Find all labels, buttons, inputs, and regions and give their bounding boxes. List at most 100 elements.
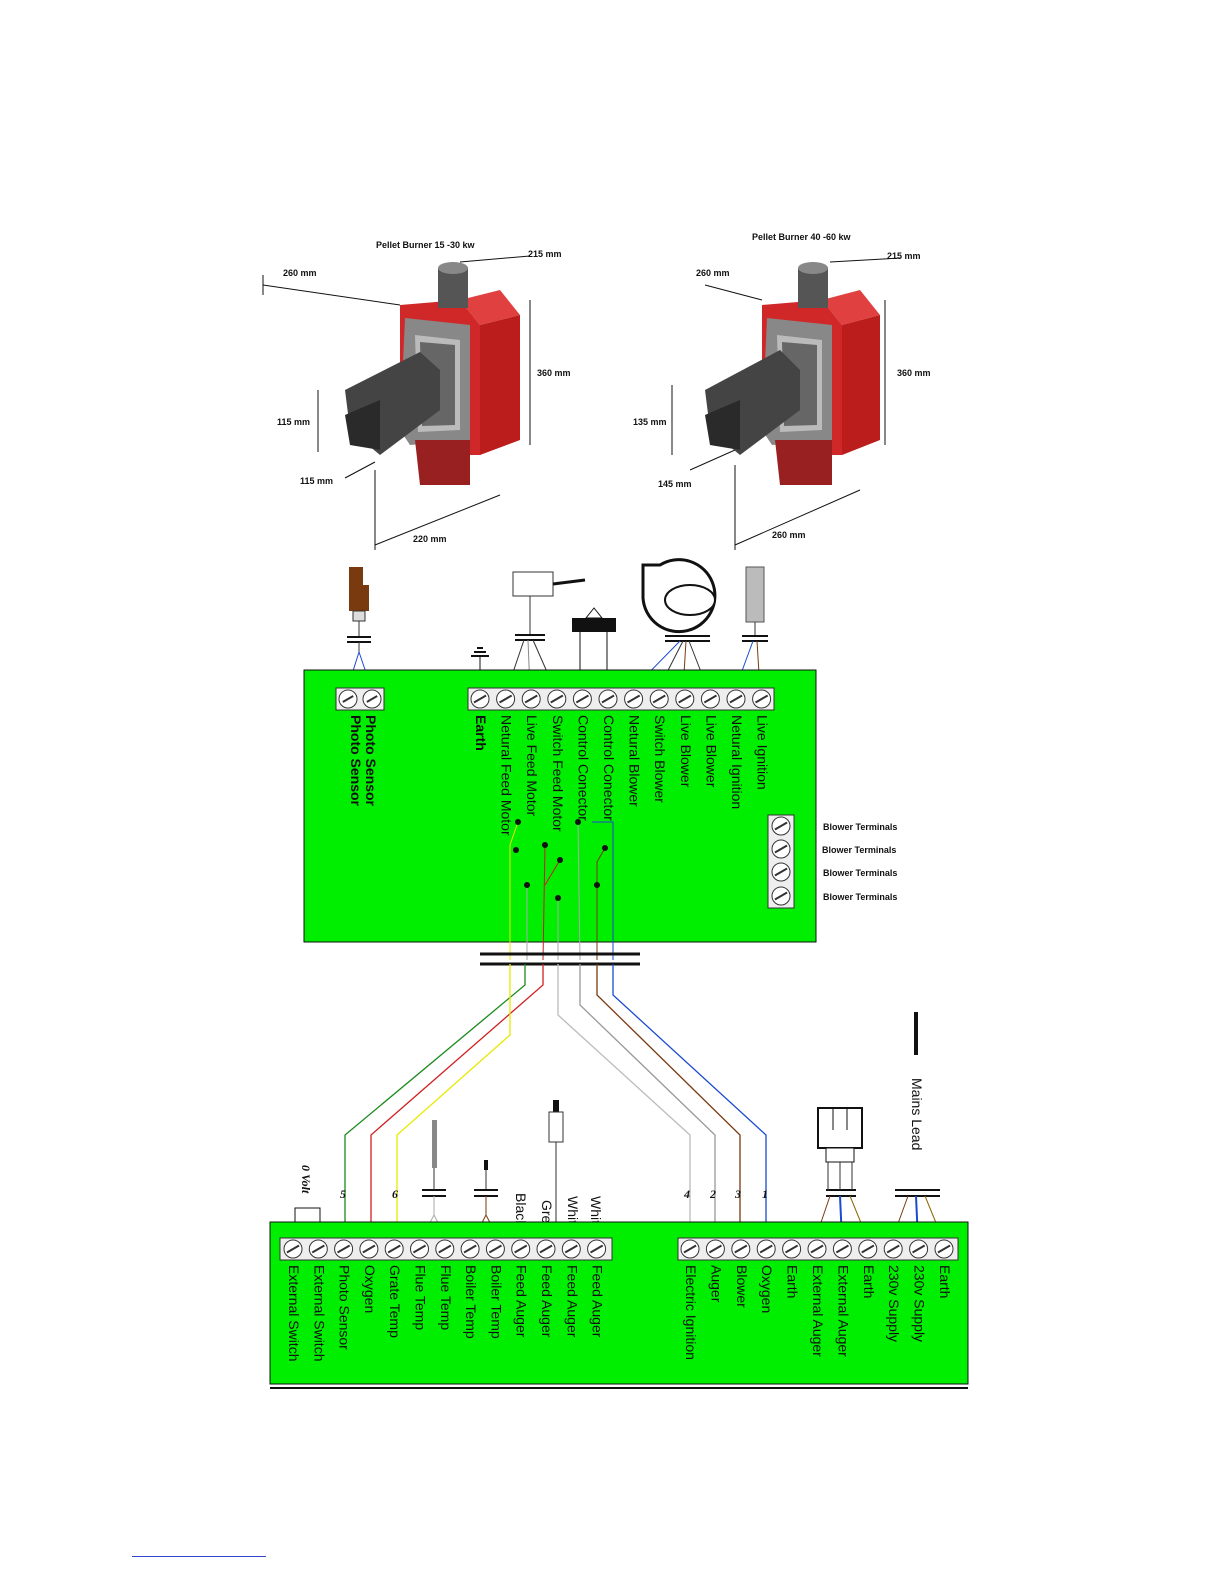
lower-left-terminal-label: Feed Auger [590, 1265, 606, 1338]
lower-right-terminal-label: Earth [785, 1265, 801, 1298]
lower-left-terminal-label: Flue Temp [413, 1265, 429, 1330]
burner-large: Pellet Burner 40 -60 kw 260 mm 215 mm 36… [633, 232, 931, 550]
terminal-screw [435, 1239, 455, 1259]
terminal-screw [547, 689, 567, 709]
lower-right-terminal-label: External Auger [835, 1265, 851, 1357]
control-connector-component [572, 607, 616, 690]
terminal-screw [752, 689, 772, 709]
burner-small-dim-tube-w: 115 mm [300, 476, 333, 486]
wire-number-6: 6 [392, 1187, 398, 1201]
terminal-screw [680, 1239, 700, 1259]
upper-terminal-label: Control Conector [575, 715, 591, 821]
burner-small-dim-length: 220 mm [413, 534, 447, 544]
wire-number-1: 1 [762, 1187, 768, 1201]
upper-terminal-label: Switch Blower [652, 715, 668, 803]
burner-small-dim-depth: 260 mm [283, 268, 317, 278]
terminal-screw [511, 1239, 531, 1259]
wire-number-3: 3 [734, 1187, 741, 1201]
burner-large-dim-width: 215 mm [887, 251, 921, 261]
lower-left-terminal-label: Feed Auger [539, 1265, 555, 1338]
lower-right-terminal-label: 230v Supply [886, 1265, 902, 1342]
mains-lead-label: Mains Lead [909, 1078, 925, 1150]
upper-terminal-label: Switch Feed Motor [550, 715, 566, 832]
blower-terminal-label-2: Blower Terminals [822, 845, 896, 855]
lower-left-terminal-label: Feed Auger [564, 1265, 580, 1338]
terminal-screw [334, 1239, 354, 1259]
lower-left-terminal-label: External Switch [286, 1265, 302, 1361]
terminal-screw [624, 689, 644, 709]
terminal-screw [649, 689, 669, 709]
blower-terminal-label-1: Blower Terminals [823, 822, 897, 832]
upper-photo-label-1: Photo Sensor [348, 715, 364, 807]
cable-bundle-connector [480, 952, 640, 966]
terminal-screw [470, 689, 490, 709]
burner-small-dim-tube-h: 115 mm [277, 417, 310, 427]
terminal-screw [496, 689, 516, 709]
terminal-screw [771, 862, 791, 882]
terminal-screw [771, 886, 791, 906]
upper-main-terminal-strip [467, 687, 775, 711]
wire-color-black: Black [513, 1193, 529, 1228]
wire-number-2: 2 [709, 1187, 716, 1201]
burner-small: Pellet Burner 15 -30 kw 260 mm 215 mm 36… [262, 240, 571, 550]
lower-left-terminal-label: Boiler Temp [488, 1265, 504, 1339]
burner-large-dim-length: 260 mm [772, 530, 806, 540]
upper-photo-label-2: Photo Sensor [363, 715, 379, 807]
blower-terminal-block: Blower Terminals Blower Terminals Blower… [767, 814, 897, 909]
terminal-screw [460, 1239, 480, 1259]
zero-volt-label: 0 Volt [299, 1165, 313, 1194]
wire-numbers: 5 6 4 2 3 1 [340, 1187, 768, 1201]
photo-sensor-component [346, 567, 373, 691]
lower-right-terminal-label: Auger [708, 1265, 724, 1303]
upper-terminal-label: Live Feed Motor [524, 715, 540, 816]
lower-left-terminal-label: Flue Temp [438, 1265, 454, 1330]
terminal-screw [883, 1239, 903, 1259]
lower-left-terminal-label: Boiler Temp [463, 1265, 479, 1339]
burner-small-dim-height: 360 mm [537, 368, 571, 378]
upper-terminal-label: Live Blower [678, 715, 694, 788]
lower-left-screws [283, 1239, 607, 1259]
terminal-screw [536, 1239, 556, 1259]
terminal-screw [756, 1239, 776, 1259]
lower-right-terminal-label: Earth [861, 1265, 877, 1298]
upper-terminal-label: Netural Blower [627, 715, 643, 807]
mains-lead: Mains Lead [891, 1012, 944, 1241]
terminal-screw [521, 689, 541, 709]
upper-terminal-label: Live Blower [703, 715, 719, 788]
burner-large-title: Pellet Burner 40 -60 kw [752, 232, 852, 242]
feed-motor-component [506, 571, 586, 691]
lower-left-terminal-label: Photo Sensor [337, 1265, 353, 1350]
lower-right-terminal-label: Earth [937, 1265, 953, 1298]
terminal-screw [283, 1239, 303, 1259]
burner-large-dim-tube-w: 145 mm [658, 479, 692, 489]
lower-right-terminal-label: 230v Supply [912, 1265, 928, 1342]
upper-board-internal-wires [509, 821, 614, 961]
burner-large-dim-height: 360 mm [897, 368, 931, 378]
lower-right-terminal-label: Oxygen [759, 1265, 775, 1313]
terminal-screw [700, 689, 720, 709]
terminal-screw [410, 1239, 429, 1259]
terminal-screw [359, 1239, 379, 1259]
upper-photo-terminals: Photo Sensor Photo Sensor [335, 687, 385, 807]
upper-terminal-label: Live Ignition [755, 715, 771, 790]
terminal-screw [308, 1239, 328, 1259]
upper-main-screws [470, 689, 772, 709]
blower-terminal-label-3: Blower Terminals [823, 868, 897, 878]
wire-number-4: 4 [683, 1187, 690, 1201]
upper-board-wire-dots [513, 819, 608, 901]
terminal-screw [485, 1239, 505, 1259]
burner-small-title: Pellet Burner 15 -30 kw [376, 240, 476, 250]
main-cable-run [344, 964, 767, 1240]
lower-right-terminal-label: Electric Ignition [683, 1265, 699, 1360]
upper-terminal-label: Earth [473, 715, 489, 751]
footer-link-underline [132, 1556, 266, 1557]
external-auger-plug [814, 1107, 869, 1241]
lower-right-screws [680, 1239, 954, 1259]
terminal-screw [362, 689, 382, 709]
lower-left-terminal-label: Grate Temp [387, 1265, 403, 1338]
terminal-screw [771, 839, 791, 859]
